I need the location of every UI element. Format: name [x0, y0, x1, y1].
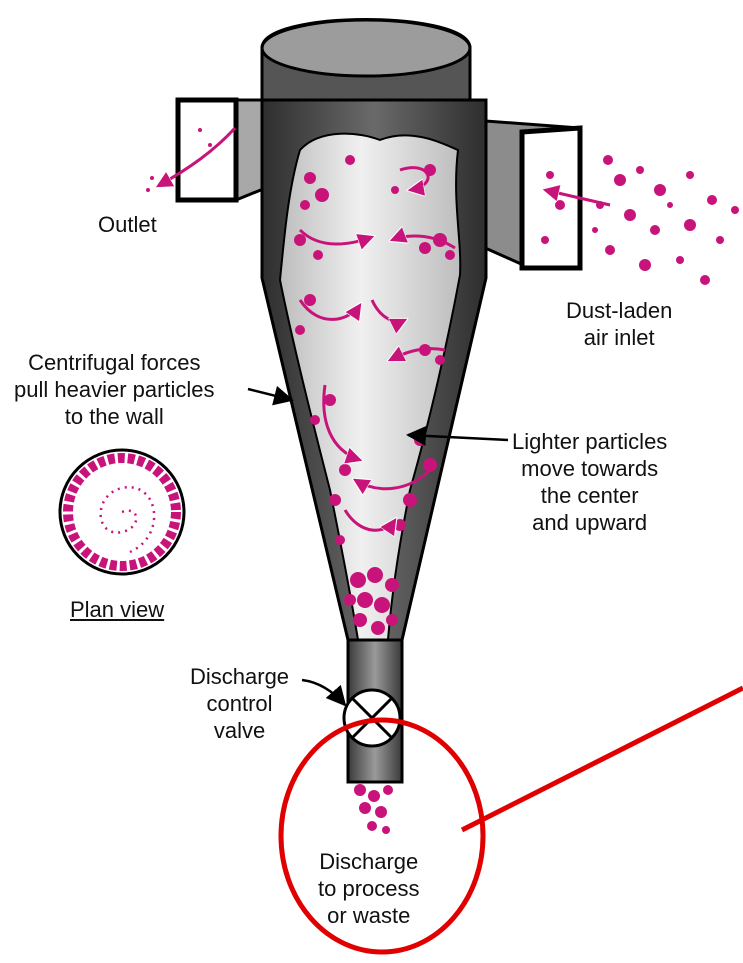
outlet-label: Outlet — [98, 211, 157, 238]
valve-label-line-3: valve — [190, 717, 289, 744]
lighter-label-line-2: move towards — [512, 455, 667, 482]
valve-label: Discharge control valve — [190, 663, 289, 744]
centrifugal-label-line-2: pull heavier particles — [14, 376, 215, 403]
valve-label-line-1: Discharge — [190, 663, 289, 690]
centrifugal-label-line-3: to the wall — [14, 403, 215, 430]
plan-view-label: Plan view — [70, 596, 164, 623]
lighter-particles-label: Lighter particles move towards the cente… — [512, 428, 667, 536]
valve-label-line-2: control — [190, 690, 289, 717]
discharge-label-line-1: Discharge — [318, 848, 420, 875]
discharge-label: Discharge to process or waste — [318, 848, 420, 929]
inlet-label-line-2: air inlet — [566, 324, 672, 351]
centrifugal-label-line-1: Centrifugal forces — [14, 349, 215, 376]
inlet-label-line-1: Dust-laden — [566, 297, 672, 324]
centrifugal-forces-label: Centrifugal forces pull heavier particle… — [14, 349, 215, 430]
cyclone-cutaway-interior — [280, 134, 460, 640]
outlet-label-text: Outlet — [98, 211, 157, 238]
inlet-label: Dust-laden air inlet — [566, 297, 672, 351]
control-valve — [344, 690, 400, 746]
plan-view-figure — [60, 450, 184, 574]
lighter-label-line-1: Lighter particles — [512, 428, 667, 455]
discharge-label-line-2: to process — [318, 875, 420, 902]
lighter-label-line-4: and upward — [512, 509, 667, 536]
plan-view-label-text: Plan view — [70, 596, 164, 623]
discharge-label-line-3: or waste — [318, 902, 420, 929]
lighter-label-line-3: the center — [512, 482, 667, 509]
